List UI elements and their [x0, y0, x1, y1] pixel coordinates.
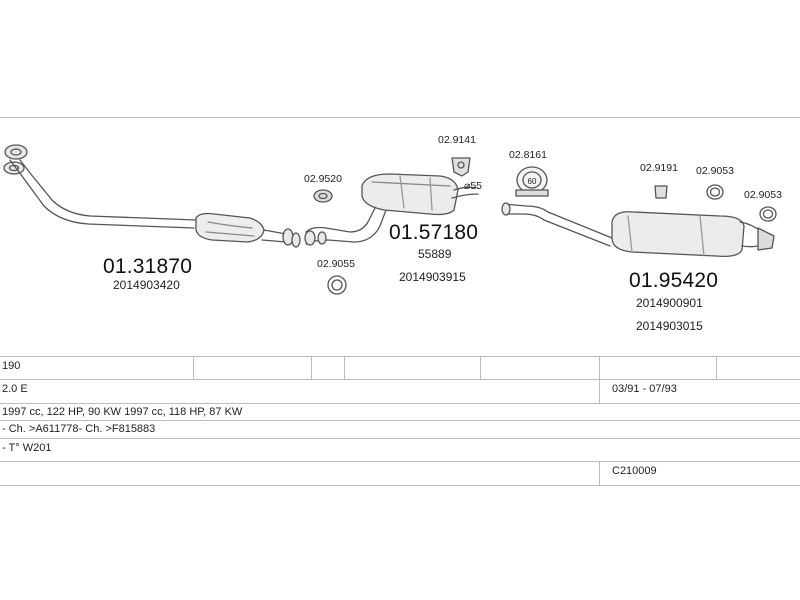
ring-9053-a	[706, 184, 724, 200]
front-pipe	[9, 159, 195, 229]
hanger-9141	[451, 157, 471, 177]
table-rule-4	[0, 420, 800, 421]
table-rule-6	[0, 461, 800, 462]
callout-9053-b: 02.9053	[744, 189, 782, 201]
col-divider-7	[599, 461, 600, 485]
callout-8161: 02.8161	[509, 149, 547, 161]
part-ref-3a: 2014900901	[636, 296, 703, 310]
callout-9053-a: 02.9053	[696, 165, 734, 177]
callout-9141: 02.9141	[438, 134, 476, 146]
rear-silencer	[611, 211, 775, 258]
rear-flange-1	[282, 228, 301, 248]
years-cell: 03/91 - 07/93	[612, 383, 677, 395]
gasket-9520	[313, 189, 333, 203]
front-pipe-inner	[19, 159, 197, 221]
specs-cell: 1997 cc, 122 HP, 90 KW 1997 cc, 118 HP, …	[2, 406, 243, 418]
part-ref-2b: 2014903915	[399, 270, 466, 284]
table-rule-3	[0, 403, 800, 404]
clamp-size-label: 60	[528, 177, 537, 186]
part-number-2: 01.57180	[389, 221, 479, 244]
table-rule-2	[0, 379, 800, 380]
part-ref-1: 2014903420	[113, 278, 180, 292]
table-rule-5	[0, 438, 800, 439]
col-divider-3	[344, 356, 345, 379]
model-cell: 190	[2, 360, 21, 372]
hanger-9191	[654, 185, 668, 199]
ring-9053-b	[759, 206, 777, 222]
col-divider-4	[480, 356, 481, 379]
part-number-1: 01.31870	[103, 255, 193, 278]
rear-pipe	[501, 202, 613, 247]
ring-9055	[327, 275, 347, 295]
clamp-8161	[515, 166, 549, 197]
table-rule-1	[0, 356, 800, 357]
col-divider-6	[716, 356, 717, 379]
part-ref-3b: 2014903015	[636, 319, 703, 333]
chassis-cell: - Ch. >A611778- Ch. >F815883	[2, 423, 156, 435]
catalytic-converter	[195, 212, 265, 243]
col-divider-5	[599, 356, 600, 403]
part-ref-2a: 55889	[418, 247, 452, 261]
code-cell: C210009	[612, 465, 657, 477]
callout-9191: 02.9191	[640, 162, 678, 174]
col-divider-2	[311, 356, 312, 379]
col-divider-1	[193, 356, 194, 379]
center-silencer	[304, 173, 479, 246]
callout-9520: 02.9520	[304, 173, 342, 185]
callout-9055: 02.9055	[317, 258, 355, 270]
engine-cell: 2.0 E	[2, 383, 28, 395]
top-rule	[0, 117, 800, 118]
part-number-3: 01.95420	[629, 269, 719, 292]
type-cell: - T° W201	[2, 442, 52, 454]
table-rule-7	[0, 485, 800, 486]
front-flange	[3, 144, 28, 175]
diameter-label: ⌀55	[464, 180, 483, 192]
